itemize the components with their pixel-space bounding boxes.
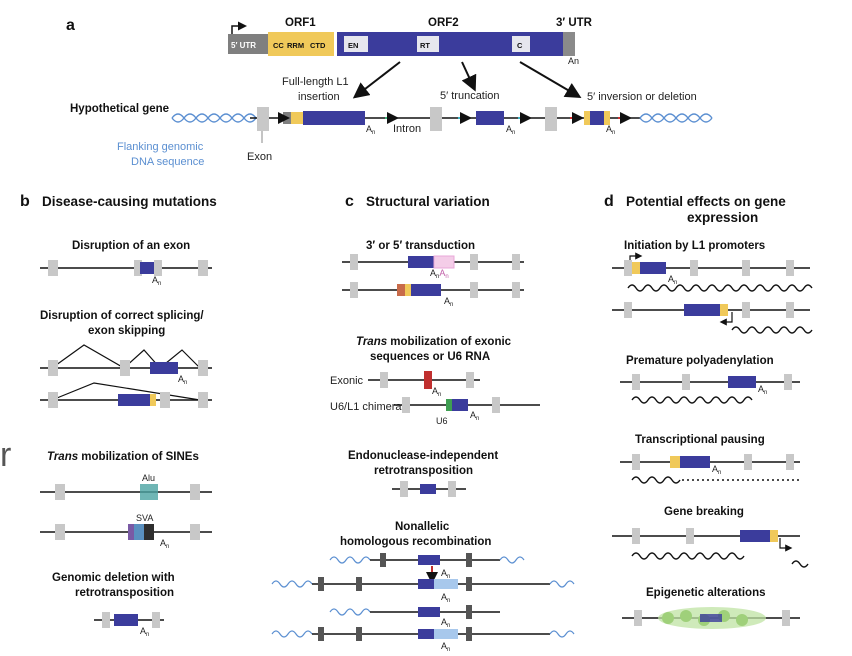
- breaking-title: Gene breaking: [664, 506, 744, 518]
- arrow-inversion: [519, 61, 582, 99]
- splicing-title-2: exon skipping: [88, 325, 165, 337]
- panel-a-letter: a: [66, 17, 75, 34]
- arrow-truncation: [461, 61, 477, 92]
- flanking-dna-left: [171, 113, 257, 123]
- full-length-label-1: Full-length L1: [282, 76, 349, 88]
- exonic-insert: [424, 371, 432, 389]
- intron-label: Intron: [393, 123, 421, 135]
- sva-element: [144, 524, 154, 540]
- l1-inverted-insert: [590, 111, 604, 125]
- splicing-title-1: Disruption of correct splicing/: [40, 310, 204, 322]
- svg-text:An: An: [432, 386, 441, 398]
- svg-text:An: An: [140, 626, 149, 638]
- panel-d-title-2: expression: [687, 210, 758, 225]
- panel-b-letter: b: [20, 193, 30, 210]
- panel-a: a 5′ UTR CC RRM CTD EN RT C An ORF1 ORF2…: [66, 17, 713, 168]
- u6-label: U6: [436, 416, 448, 426]
- svg-text:An: An: [441, 592, 450, 604]
- svg-text:AnAn: AnAn: [430, 268, 449, 280]
- utr3-label: 3′ UTR: [556, 17, 593, 29]
- svg-text:An: An: [160, 538, 169, 550]
- svg-text:An: An: [506, 124, 515, 136]
- endo-title-2: retrotransposition: [374, 465, 473, 477]
- margin-letter: r: [0, 436, 11, 474]
- c-domain: [512, 36, 530, 52]
- exon-label: Exon: [247, 151, 272, 163]
- deletion-title-2: retrotransposition: [75, 587, 174, 599]
- rt-label: RT: [420, 41, 430, 50]
- u6-chimeras-label: U6/L1 chimeras: [330, 401, 408, 413]
- utr3-block: [563, 32, 575, 56]
- svg-text:An: An: [441, 568, 450, 580]
- svg-text:An: An: [444, 296, 453, 308]
- l1-full-insert: [303, 111, 365, 125]
- l1-polya-label: An: [568, 56, 579, 66]
- svg-text:An: An: [758, 384, 767, 396]
- epigenetic-title: Epigenetic alterations: [646, 587, 766, 599]
- c-label: C: [517, 41, 523, 50]
- svg-text:An: An: [606, 124, 615, 136]
- trans-exonic-title-2: sequences or U6 RNA: [370, 351, 490, 363]
- panel-b: b Disease-causing mutations Disruption o…: [20, 193, 217, 638]
- l1-truncated-insert: [476, 111, 504, 125]
- rrm-label: RRM: [287, 41, 304, 50]
- panel-d-letter: d: [604, 193, 614, 210]
- panel-d-title-1: Potential effects on gene: [626, 194, 786, 209]
- flanking-label-2: DNA sequence: [131, 156, 204, 168]
- transcript-wave: [627, 284, 813, 292]
- exon-box-1: [257, 107, 269, 131]
- inversion-label: 5′ inversion or deletion: [587, 91, 697, 103]
- panel-c-letter: c: [345, 193, 354, 210]
- orf2-label: ORF2: [428, 17, 459, 29]
- svg-text:An: An: [178, 374, 187, 386]
- svg-text:An: An: [668, 274, 677, 286]
- exonic-label: Exonic: [330, 375, 364, 387]
- sva-label: SVA: [136, 513, 153, 523]
- disruption-title: Disruption of an exon: [72, 240, 190, 252]
- transduction-title: 3′ or 5′ transduction: [366, 240, 475, 252]
- svg-text:An: An: [441, 641, 450, 653]
- alu-element: [140, 484, 158, 500]
- alu-label: Alu: [142, 473, 155, 483]
- svg-text:An: An: [366, 124, 375, 136]
- svg-text:An: An: [470, 410, 479, 422]
- en-domain: [344, 36, 368, 52]
- cc-label: CC: [273, 41, 284, 50]
- deletion-title-1: Genomic deletion with: [52, 572, 175, 584]
- trans-exonic-title-1: Trans mobilization of exonic: [356, 336, 512, 348]
- panel-d: d Potential effects on gene expression I…: [604, 193, 813, 629]
- panel-c-title: Structural variation: [366, 194, 490, 209]
- svg-text:An: An: [441, 617, 450, 629]
- arrow-full-length: [352, 61, 401, 99]
- u6-segment: [446, 399, 452, 411]
- orf1-block: [268, 32, 334, 56]
- utr5-label: 5′ UTR: [231, 41, 256, 50]
- pausing-title: Transcriptional pausing: [635, 434, 765, 446]
- truncation-label: 5′ truncation: [440, 90, 500, 102]
- premature-title: Premature polyadenylation: [626, 355, 774, 367]
- full-length-label-2: insertion: [298, 91, 340, 103]
- rt-domain: [417, 36, 439, 52]
- panel-b-title: Disease-causing mutations: [42, 194, 217, 209]
- panel-c: c Structural variation 3′ or 5′ transduc…: [271, 193, 575, 653]
- orf1-label: ORF1: [285, 17, 316, 29]
- nahr-title-2: homologous recombination: [340, 536, 491, 548]
- svg-text:An: An: [712, 464, 721, 476]
- nahr-title-1: Nonallelic: [395, 521, 450, 533]
- trans-sines-title: Trans mobilization of SINEs: [47, 451, 199, 463]
- flanking-label-1: Flanking genomic: [117, 141, 204, 153]
- initiation-title: Initiation by L1 promoters: [624, 240, 765, 252]
- endo-title-1: Endonuclease-independent: [348, 450, 498, 462]
- svg-text:An: An: [152, 275, 161, 287]
- en-label: EN: [348, 41, 358, 50]
- ctd-label: CTD: [310, 41, 326, 50]
- hypothetical-gene-label: Hypothetical gene: [70, 103, 169, 115]
- utr5-block: [228, 34, 268, 54]
